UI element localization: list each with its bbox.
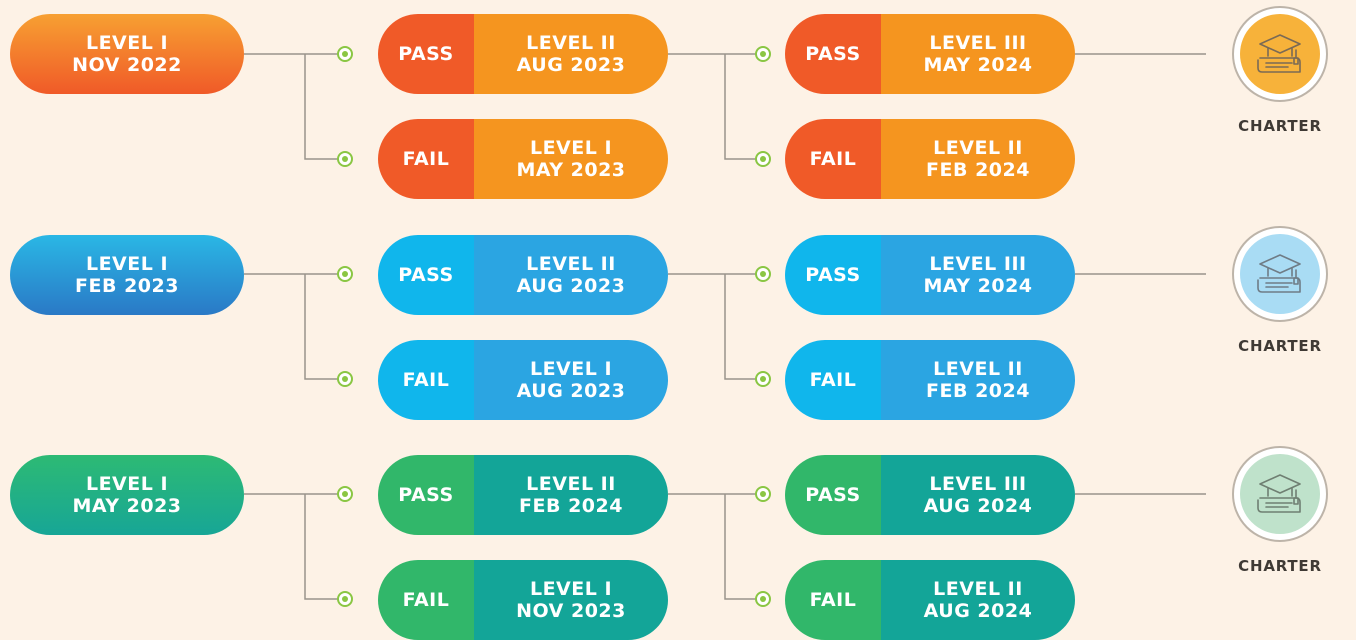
graduation-cap-diploma-icon	[1257, 254, 1301, 293]
exam-level: LEVEL III	[929, 473, 1027, 495]
exam-date: FEB 2024	[926, 380, 1030, 402]
exam-level: LEVEL III	[929, 253, 1027, 275]
connector-g3-stage2	[668, 493, 756, 600]
exam-date: FEB 2024	[519, 495, 623, 517]
exam-level: LEVEL II	[933, 578, 1023, 600]
stage3-pass-node-g2: PASS LEVEL III MAY 2024	[785, 235, 1075, 315]
connector-g1-stage2	[668, 53, 756, 160]
node-dot	[755, 486, 771, 502]
start-node-g3: LEVEL I MAY 2023	[10, 455, 244, 535]
next-exam: LEVEL I MAY 2023	[474, 119, 668, 199]
node-dot	[337, 486, 353, 502]
exam-date: MAY 2024	[923, 275, 1033, 297]
node-dot	[755, 266, 771, 282]
exam-level: LEVEL II	[526, 473, 616, 495]
next-exam: LEVEL II FEB 2024	[474, 455, 668, 535]
connector-g1-stage1	[244, 53, 338, 160]
next-exam: LEVEL II FEB 2024	[881, 119, 1075, 199]
stage2-pass-node-g3: PASS LEVEL II FEB 2024	[378, 455, 668, 535]
exam-level: LEVEL II	[933, 358, 1023, 380]
exam-level: LEVEL II	[933, 137, 1023, 159]
stage3-fail-node-g2: FAIL LEVEL II FEB 2024	[785, 340, 1075, 420]
connector-g3-stage1	[244, 493, 338, 600]
next-exam: LEVEL II AUG 2023	[474, 14, 668, 94]
exam-date: AUG 2024	[923, 600, 1033, 622]
next-exam: LEVEL III MAY 2024	[881, 235, 1075, 315]
pass-tag: PASS	[785, 235, 881, 315]
stage2-fail-node-g2: FAIL LEVEL I AUG 2023	[378, 340, 668, 420]
connector-g2-stage2	[668, 273, 756, 380]
next-exam: LEVEL II FEB 2024	[881, 340, 1075, 420]
exam-date: AUG 2023	[516, 54, 626, 76]
pass-tag: PASS	[785, 14, 881, 94]
start-node-g2: LEVEL I FEB 2023	[10, 235, 244, 315]
stage3-pass-node-g1: PASS LEVEL III MAY 2024	[785, 14, 1075, 94]
node-dot	[337, 266, 353, 282]
exam-date: AUG 2023	[516, 380, 626, 402]
next-exam: LEVEL I AUG 2023	[474, 340, 668, 420]
exam-level: LEVEL II	[526, 253, 616, 275]
pass-tag: PASS	[378, 455, 474, 535]
fail-tag: FAIL	[785, 119, 881, 199]
start-date: FEB 2023	[75, 275, 179, 297]
node-dot	[337, 371, 353, 387]
fail-tag: FAIL	[378, 340, 474, 420]
start-date: NOV 2022	[72, 54, 182, 76]
exam-date: MAY 2023	[516, 159, 626, 181]
charter-label: CHARTER	[1238, 337, 1322, 355]
stage2-fail-node-g3: FAIL LEVEL I NOV 2023	[378, 560, 668, 640]
exam-level: LEVEL II	[526, 32, 616, 54]
next-exam: LEVEL I NOV 2023	[474, 560, 668, 640]
node-dot	[337, 591, 353, 607]
start-level: LEVEL I	[85, 473, 169, 495]
start-date: MAY 2023	[72, 495, 182, 517]
pass-tag: PASS	[378, 14, 474, 94]
node-dot	[337, 46, 353, 62]
charter-label: CHARTER	[1238, 117, 1322, 135]
node-dot	[755, 46, 771, 62]
next-exam: LEVEL III MAY 2024	[881, 14, 1075, 94]
node-dot	[755, 371, 771, 387]
graduation-cap-diploma-icon	[1257, 474, 1301, 513]
start-level: LEVEL I	[85, 253, 169, 275]
stage2-fail-node-g1: FAIL LEVEL I MAY 2023	[378, 119, 668, 199]
node-dot	[755, 151, 771, 167]
exam-date: MAY 2024	[923, 54, 1033, 76]
connector-g2-stage1	[244, 273, 338, 380]
charter-badge-g3	[1232, 446, 1328, 542]
stage2-pass-node-g1: PASS LEVEL II AUG 2023	[378, 14, 668, 94]
stage3-fail-node-g1: FAIL LEVEL II FEB 2024	[785, 119, 1075, 199]
exam-date: NOV 2023	[516, 600, 626, 622]
charter-badge-g2	[1232, 226, 1328, 322]
exam-date: FEB 2024	[926, 159, 1030, 181]
charter-badge-g1	[1232, 6, 1328, 102]
next-exam: LEVEL II AUG 2023	[474, 235, 668, 315]
exam-level: LEVEL I	[529, 137, 613, 159]
fail-tag: FAIL	[378, 119, 474, 199]
start-level: LEVEL I	[85, 32, 169, 54]
stage3-pass-node-g3: PASS LEVEL III AUG 2024	[785, 455, 1075, 535]
stage3-fail-node-g3: FAIL LEVEL II AUG 2024	[785, 560, 1075, 640]
fail-tag: FAIL	[785, 560, 881, 640]
stage2-pass-node-g2: PASS LEVEL II AUG 2023	[378, 235, 668, 315]
exam-date: AUG 2023	[516, 275, 626, 297]
next-exam: LEVEL III AUG 2024	[881, 455, 1075, 535]
exam-level: LEVEL I	[529, 578, 613, 600]
next-exam: LEVEL II AUG 2024	[881, 560, 1075, 640]
exam-level: LEVEL I	[529, 358, 613, 380]
node-dot	[337, 151, 353, 167]
graduation-cap-diploma-icon	[1257, 34, 1301, 73]
pass-tag: PASS	[378, 235, 474, 315]
node-dot	[755, 591, 771, 607]
exam-level: LEVEL III	[929, 32, 1027, 54]
pass-tag: PASS	[785, 455, 881, 535]
charter-label: CHARTER	[1238, 557, 1322, 575]
exam-date: AUG 2024	[923, 495, 1033, 517]
start-node-g1: LEVEL I NOV 2022	[10, 14, 244, 94]
fail-tag: FAIL	[785, 340, 881, 420]
fail-tag: FAIL	[378, 560, 474, 640]
